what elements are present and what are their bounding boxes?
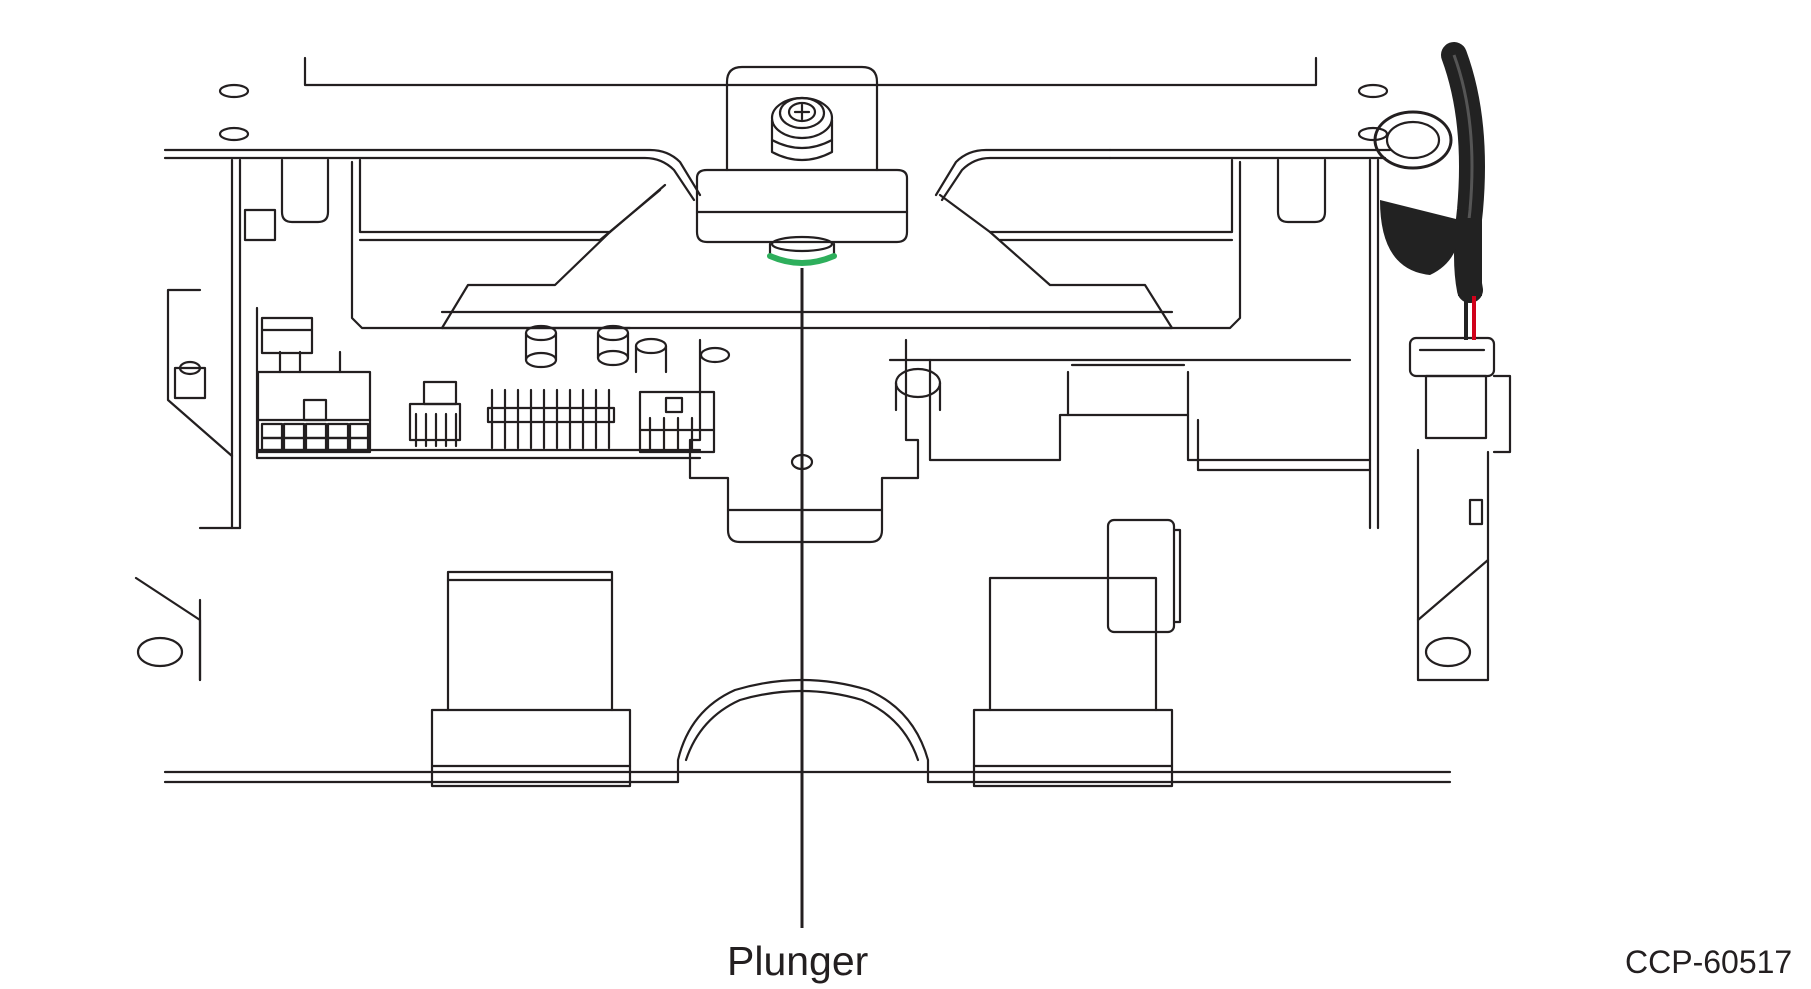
plunger-callout-label: Plunger (727, 938, 869, 984)
screw-bracket (695, 65, 909, 244)
pcb-board (255, 306, 702, 460)
pin-header (486, 388, 616, 450)
small-header (408, 380, 462, 448)
right-side-plate (1416, 448, 1490, 682)
mounting-holes-top (218, 83, 1389, 142)
center-lid-plate (440, 230, 1174, 330)
left-side-plate (136, 288, 234, 682)
cable-icon (1373, 42, 1485, 340)
right-leg-block (972, 518, 1182, 788)
left-hinge-bracket (243, 158, 667, 330)
plunger-tip (767, 235, 837, 266)
tray-frame (163, 148, 1392, 530)
right-board-area (888, 358, 1372, 472)
right-hinge-bracket (938, 158, 1327, 330)
board-connector (638, 390, 716, 454)
left-leg-block (430, 570, 632, 788)
top-bracket (303, 56, 1318, 87)
power-connector (256, 350, 372, 454)
center-mount-bracket (688, 338, 920, 544)
capacitors (524, 324, 942, 412)
figure-id: CCP-60517 (1625, 944, 1793, 980)
screw-icon (770, 96, 834, 162)
cable-connector (1408, 336, 1512, 454)
lower-tray (134, 576, 1452, 784)
